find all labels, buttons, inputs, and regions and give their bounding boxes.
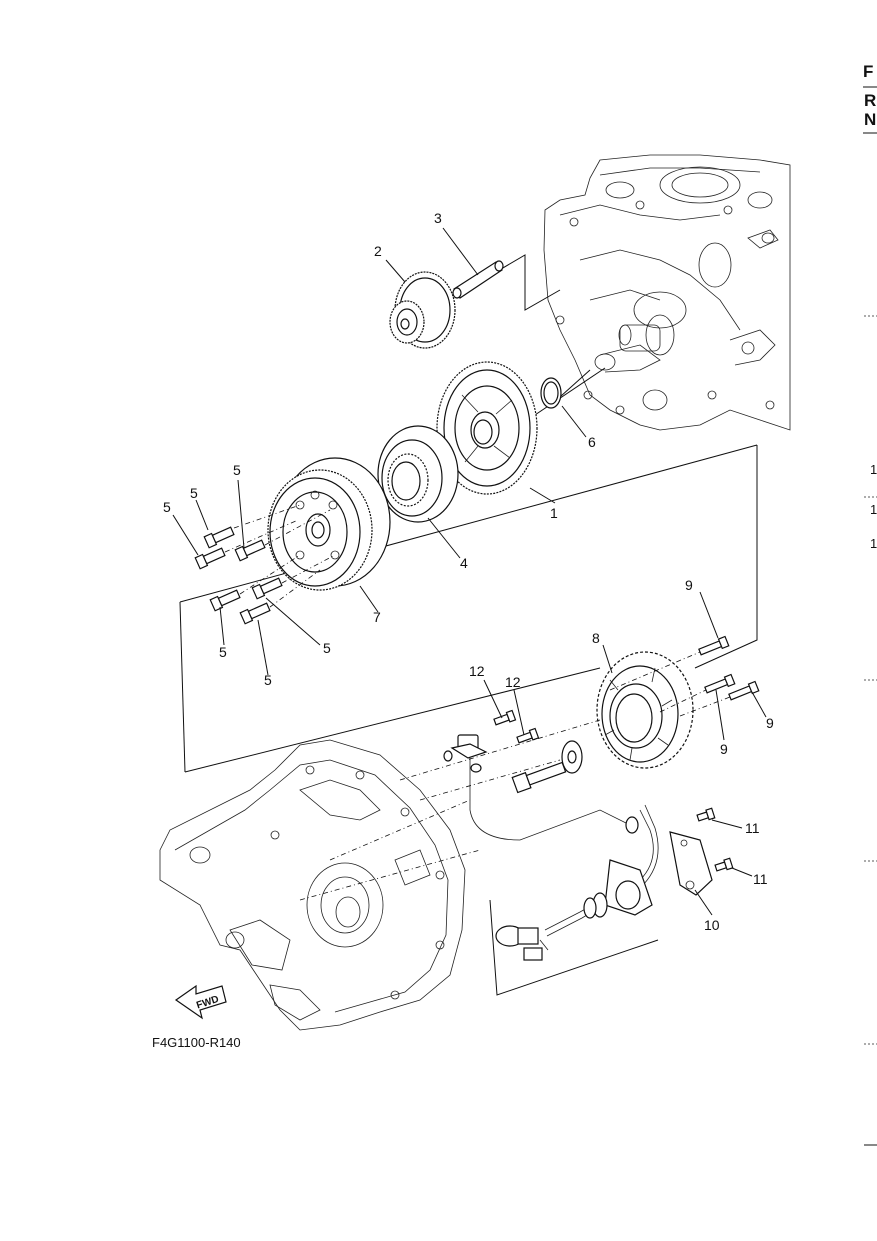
callout-11-a: 11 [745,820,760,836]
bolt-9a [698,635,730,656]
one-way-clutch-part-4 [377,425,459,523]
pin-part-3 [452,260,504,299]
screw-12b [516,727,540,744]
callout-8: 8 [592,630,600,646]
wire-harness [495,804,659,961]
callout-12-a: 12 [469,663,485,679]
stator-part-8 [596,651,694,769]
callout-10: 10 [704,917,720,933]
callout-11-b: 11 [753,871,768,887]
stator-bolts-part-9 [609,635,760,717]
figure-code: F4G1100-R140 [152,1035,241,1050]
callout-9-c: 9 [720,741,728,757]
cable-bracket-part-10 [669,831,713,896]
stator-cover [159,739,466,1031]
upper-assembly-bracket [179,254,758,773]
bolt-5b [194,547,226,570]
edge-letter-r: R [864,91,876,110]
callout-9-b: 9 [766,715,774,731]
edge-digit-c: 1 [870,536,877,551]
bolt-5e [251,577,283,600]
crankcase-outline [543,154,791,431]
bolt-5d [209,589,241,612]
forward-arrow-icon: FWD [174,984,227,1020]
callout-6: 6 [588,434,596,450]
idler-gear-part-2 [389,271,456,349]
callout-5-e: 5 [264,672,272,688]
bolt-9b [704,673,736,694]
edge-digit-a: 1 [870,462,877,477]
callout-7: 7 [373,609,381,625]
lower-assembly-bracket [299,719,659,996]
starter-gear-part-1 [436,361,538,495]
bolt-5a [203,526,235,549]
callout-5-c: 5 [163,499,171,515]
callout-labels: 1 2 3 4 5 5 5 5 5 5 6 7 8 9 9 9 10 11 11… [163,210,774,933]
screw-11b [714,857,734,872]
callout-12-b: 12 [505,674,521,690]
screws-part-11 [696,807,734,872]
callout-5-a: 5 [190,485,198,501]
screw-11a [696,807,716,822]
edge-letter-f: F [863,62,873,81]
leader-lines [172,227,767,916]
callout-5-f: 5 [323,640,331,656]
right-edge-fragments: F R N 1 1 1 [863,62,877,1146]
callout-9-a: 9 [685,577,693,593]
o-ring-part-6 [540,377,562,409]
edge-digit-b: 1 [870,502,877,517]
bolt-5c [234,539,266,562]
hex-bolt [511,761,567,794]
callout-2: 2 [374,243,382,259]
rotor-bolts-part-5 [194,504,336,625]
bolt-9c [728,680,760,701]
callout-5-d: 5 [219,644,227,660]
callout-5-b: 5 [233,462,241,478]
callout-3: 3 [434,210,442,226]
bolt-5f [239,602,271,625]
screw-12a [493,709,517,726]
edge-letter-n: N [864,110,876,129]
callout-1: 1 [550,505,558,521]
callout-4: 4 [460,555,468,571]
pickup-coil-assembly [443,709,631,841]
rotor-part-7 [267,457,391,591]
